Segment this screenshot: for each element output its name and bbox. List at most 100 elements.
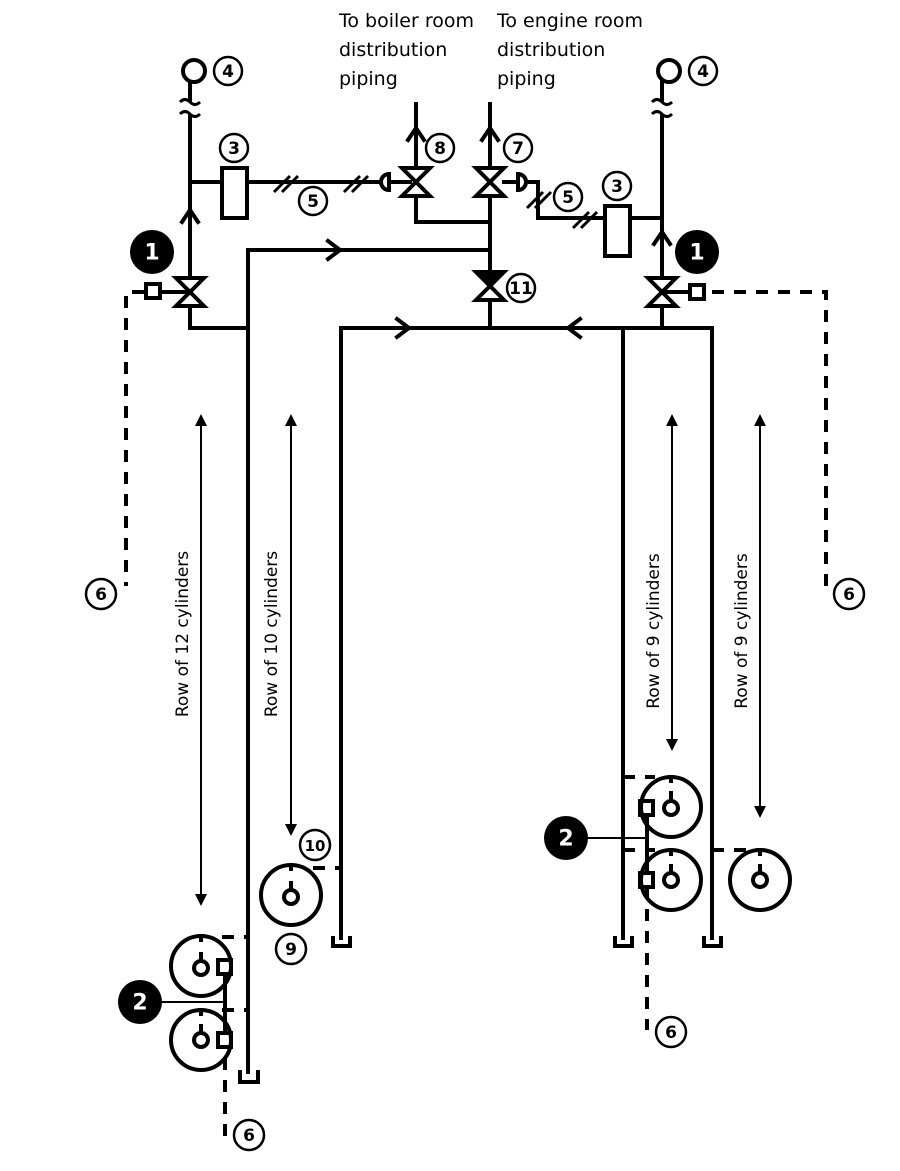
valve-solenoid-icon <box>688 283 706 301</box>
callout-3-left: 3 <box>218 132 250 164</box>
left-header-pipe <box>188 304 250 330</box>
callout-5-right: 5 <box>552 181 584 213</box>
check-valve-bottom-icon <box>471 283 509 302</box>
callout-9: 9 <box>274 932 308 966</box>
callout-2-right: 2 <box>544 816 588 860</box>
right-control-line <box>524 180 607 220</box>
svg-text:10: 10 <box>305 837 326 855</box>
callout-6-right-upper: 6 <box>832 577 866 611</box>
flow-arrow-icon <box>394 316 413 340</box>
svg-text:4: 4 <box>697 62 709 82</box>
left-master-valve-icon <box>171 276 209 308</box>
flow-arrow-icon <box>405 124 427 143</box>
row9a-label: Row of 9 cylinders <box>644 553 664 709</box>
pipe-end-cap-icon <box>702 936 723 948</box>
hash-mark-icon <box>571 210 599 230</box>
svg-text:3: 3 <box>611 177 623 197</box>
flow-arrow-icon <box>325 238 344 262</box>
cylinder-icon <box>639 848 703 912</box>
left-signal-line <box>124 290 144 586</box>
boiler-label-line-3: piping <box>339 68 398 90</box>
pipe-end-cap-icon <box>238 1070 260 1084</box>
svg-text:4: 4 <box>222 62 234 82</box>
boiler-valve-icon <box>397 166 435 198</box>
right-manifold <box>603 58 828 586</box>
break-symbol-icon <box>178 98 202 118</box>
flow-arrow-icon <box>651 228 673 247</box>
callout-4-left: 4 <box>212 55 244 87</box>
callout-5-left: 5 <box>297 185 329 217</box>
callout-7: 7 <box>502 132 534 164</box>
cylinder-valve-icon <box>282 888 300 906</box>
break-symbol-icon <box>650 98 674 118</box>
right-regulator-icon <box>603 204 632 258</box>
cylinder-solenoid-icon <box>638 871 655 889</box>
callout-4-right: 4 <box>687 55 719 87</box>
hash-mark-icon <box>525 190 553 210</box>
cylinder-icon <box>259 863 323 927</box>
callout-8: 8 <box>424 132 456 164</box>
row10-cylinder <box>259 863 341 927</box>
svg-text:5: 5 <box>562 188 574 208</box>
right-master-valve-icon <box>643 276 681 308</box>
row9b-label: Row of 9 cylinders <box>732 553 752 709</box>
valve-solenoid-icon <box>144 282 162 300</box>
cylinder-valve-icon <box>662 871 680 889</box>
svg-text:9: 9 <box>285 940 297 960</box>
row10-label: Row of 10 cylinders <box>262 551 282 717</box>
hash-mark-icon <box>342 174 370 194</box>
callout-10: 10 <box>298 828 332 862</box>
flow-arrow-icon <box>479 124 501 143</box>
cylinder-valve-icon <box>662 799 680 817</box>
callout-2-left: 2 <box>118 980 162 1024</box>
engine-valve-icon <box>471 166 509 198</box>
boiler-label-line-2: distribution <box>339 39 447 61</box>
check-valve-top-icon <box>471 270 509 289</box>
svg-text:6: 6 <box>95 585 107 605</box>
callout-1-left: 1 <box>130 230 174 274</box>
svg-text:8: 8 <box>434 139 446 159</box>
cylinder-solenoid-icon <box>638 799 655 817</box>
right-signal-line <box>712 290 828 586</box>
svg-text:2: 2 <box>558 827 573 852</box>
cylinder-valve-icon <box>192 1031 210 1049</box>
callout-6-left-lower: 6 <box>232 1118 266 1152</box>
flow-arrow-icon <box>179 206 201 225</box>
engine-label-line-1: To engine room <box>496 10 643 32</box>
cylinder-valve-icon <box>192 959 210 977</box>
cylinder-icon <box>169 1008 233 1072</box>
svg-text:7: 7 <box>512 139 524 159</box>
svg-text:6: 6 <box>243 1126 255 1146</box>
cylinder-valve-icon <box>751 871 769 889</box>
pressure-gauge-icon <box>656 58 682 84</box>
callout-6-right-lower: 6 <box>654 1015 688 1049</box>
boiler-valve-link <box>414 194 492 224</box>
actuator-icon <box>379 171 391 193</box>
pipe-end-cap-icon <box>613 936 634 948</box>
engine-label-line-2: distribution <box>497 39 605 61</box>
svg-text:1: 1 <box>689 241 704 266</box>
svg-text:3: 3 <box>228 139 240 159</box>
engine-room-label: To engine room distribution piping <box>496 10 643 90</box>
row12-label: Row of 12 cylinders <box>173 551 193 717</box>
row12-cylinders <box>160 934 248 1140</box>
hash-mark-icon <box>272 174 300 194</box>
pressure-gauge-icon <box>181 58 207 84</box>
flow-arrow-icon <box>564 316 583 340</box>
pipe-end-cap-icon <box>331 936 352 948</box>
callout-6-left-upper: 6 <box>84 577 118 611</box>
svg-text:1: 1 <box>144 241 159 266</box>
callout-11: 11 <box>505 272 537 304</box>
svg-text:6: 6 <box>665 1023 677 1043</box>
cylinder-solenoid-icon <box>216 958 233 976</box>
left-manifold <box>124 58 412 586</box>
row9a-cylinders <box>586 775 703 1030</box>
svg-text:6: 6 <box>843 585 855 605</box>
svg-text:11: 11 <box>509 279 533 299</box>
boiler-room-label: To boiler room distribution piping <box>338 10 474 90</box>
boiler-label-line-1: To boiler room <box>338 10 474 32</box>
left-regulator-icon <box>220 166 249 220</box>
svg-text:2: 2 <box>132 991 147 1016</box>
callout-3-right: 3 <box>601 170 633 202</box>
